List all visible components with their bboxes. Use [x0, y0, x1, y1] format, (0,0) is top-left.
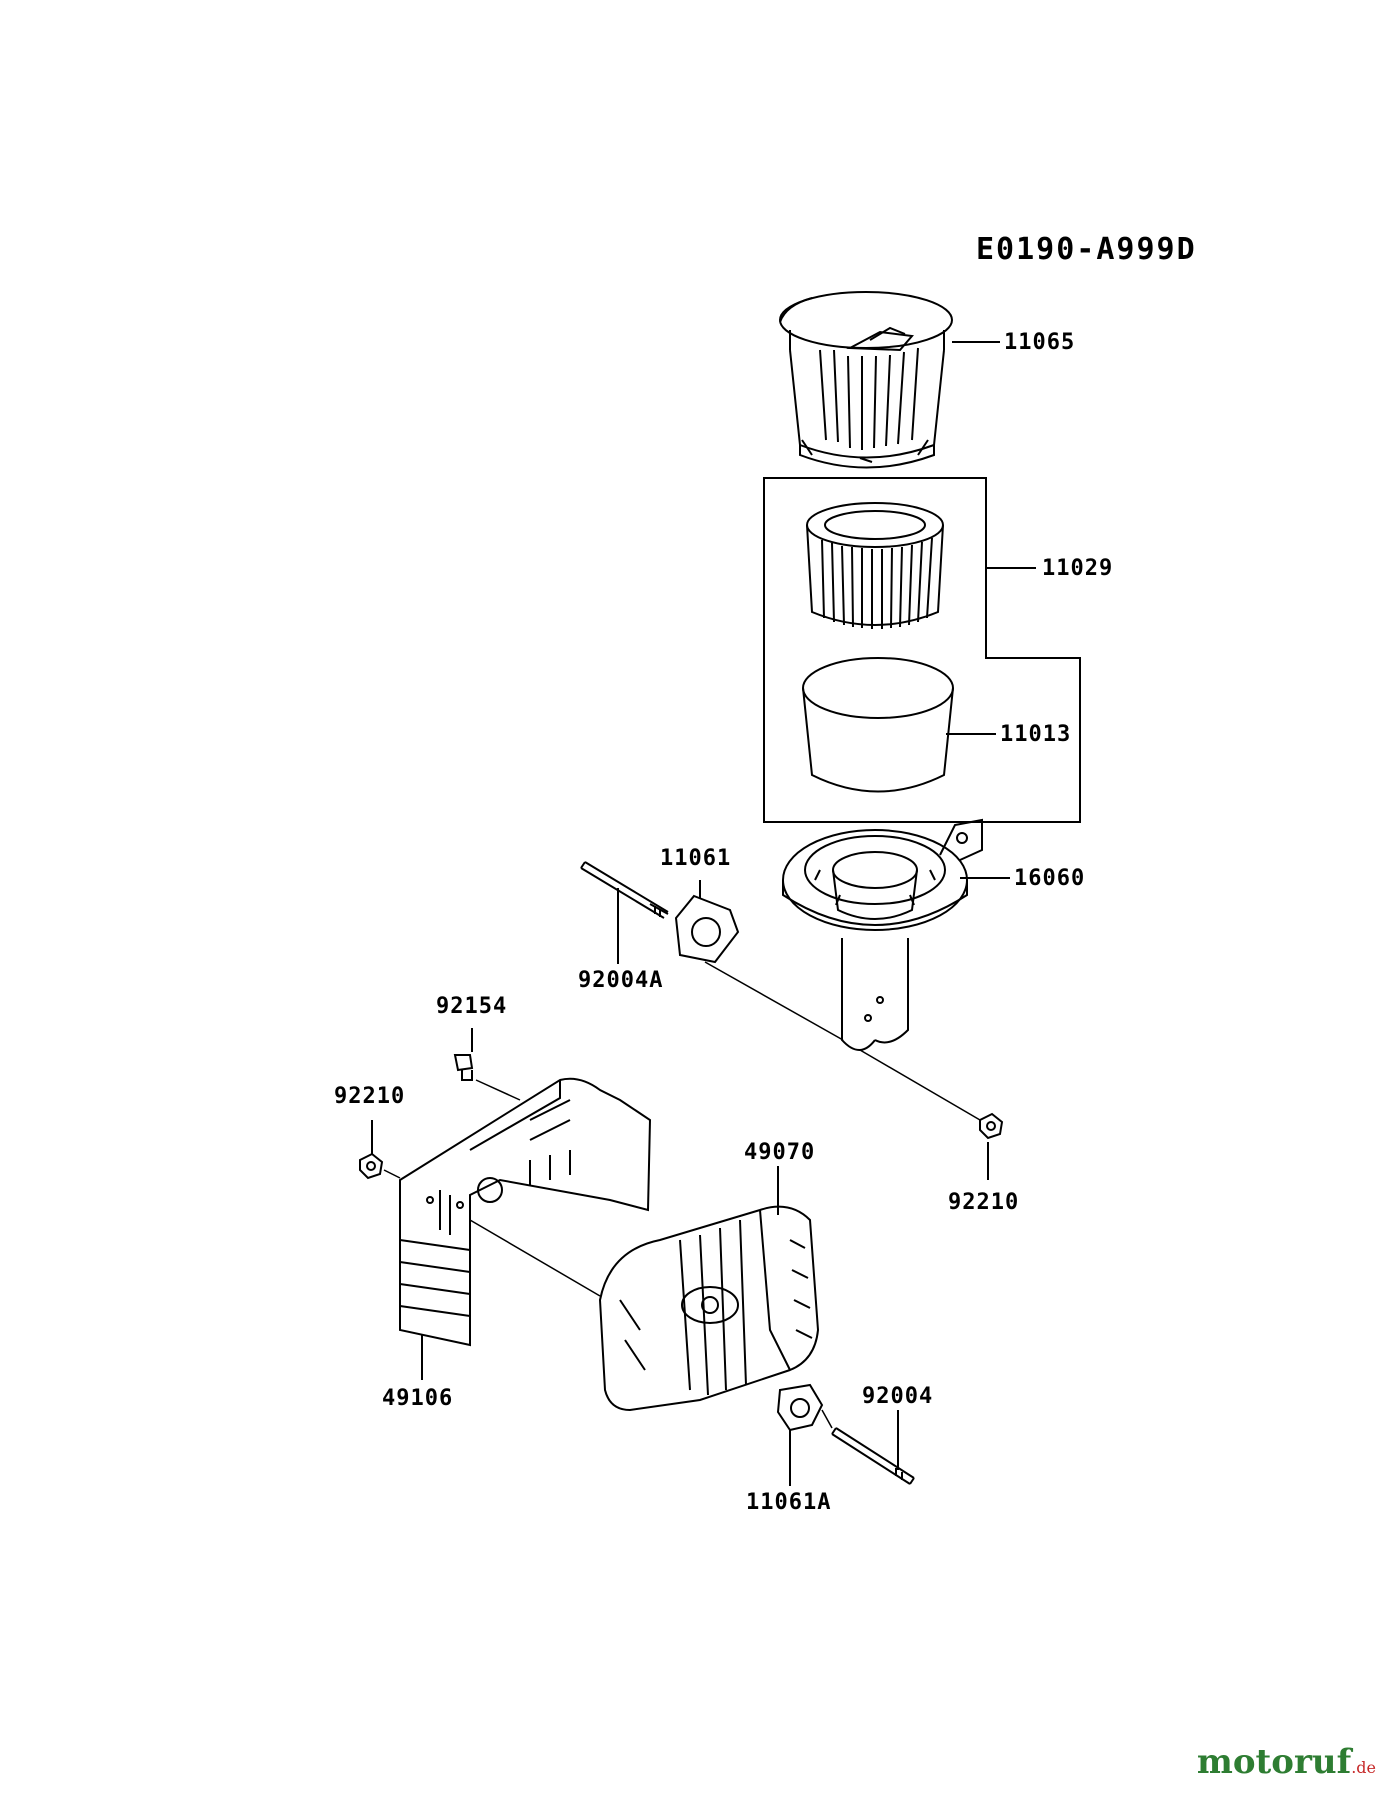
- bolt-92154[interactable]: [453, 1054, 474, 1081]
- label-92004a: 92004A: [578, 968, 664, 993]
- center-line-bolt: [475, 1079, 521, 1101]
- upper-gasket[interactable]: [674, 894, 740, 964]
- center-line-cover: [469, 1219, 601, 1297]
- diagram-code: E0190-A999D: [976, 232, 1197, 267]
- pre-filter[interactable]: [802, 657, 954, 793]
- label-92210-right: 92210: [948, 1190, 1020, 1215]
- label-11013: 11013: [1000, 722, 1072, 747]
- lower-gasket[interactable]: [776, 1383, 824, 1432]
- muffler[interactable]: [598, 1205, 820, 1412]
- center-line-nut-left: [383, 1169, 401, 1179]
- nut-92210-left[interactable]: [359, 1152, 384, 1180]
- label-92210-left: 92210: [334, 1084, 406, 1109]
- nut-92210-right[interactable]: [979, 1112, 1004, 1140]
- label-11061: 11061: [660, 846, 732, 871]
- filter-element[interactable]: [806, 502, 944, 629]
- label-11061a: 11061A: [746, 1490, 832, 1515]
- label-11029: 11029: [1042, 556, 1114, 581]
- watermark-logo: motoruf.de: [1196, 1742, 1376, 1782]
- air-cleaner-base[interactable]: [782, 818, 983, 1051]
- label-49106: 49106: [382, 1386, 454, 1411]
- label-49070: 49070: [744, 1140, 816, 1165]
- stud-92004a[interactable]: [580, 861, 669, 919]
- center-line-stud: [821, 1409, 833, 1429]
- muffler-cover[interactable]: [399, 1077, 652, 1347]
- center-line-base: [704, 961, 844, 1041]
- label-92004: 92004: [862, 1384, 934, 1409]
- air-cleaner-cover[interactable]: [779, 291, 953, 469]
- center-line-nut-right: [859, 1049, 981, 1121]
- stud-92004[interactable]: [831, 1427, 915, 1485]
- filter-group-bracket: [763, 477, 1081, 823]
- label-11065: 11065: [1004, 330, 1076, 355]
- label-16060: 16060: [1014, 866, 1086, 891]
- label-92154: 92154: [436, 994, 508, 1019]
